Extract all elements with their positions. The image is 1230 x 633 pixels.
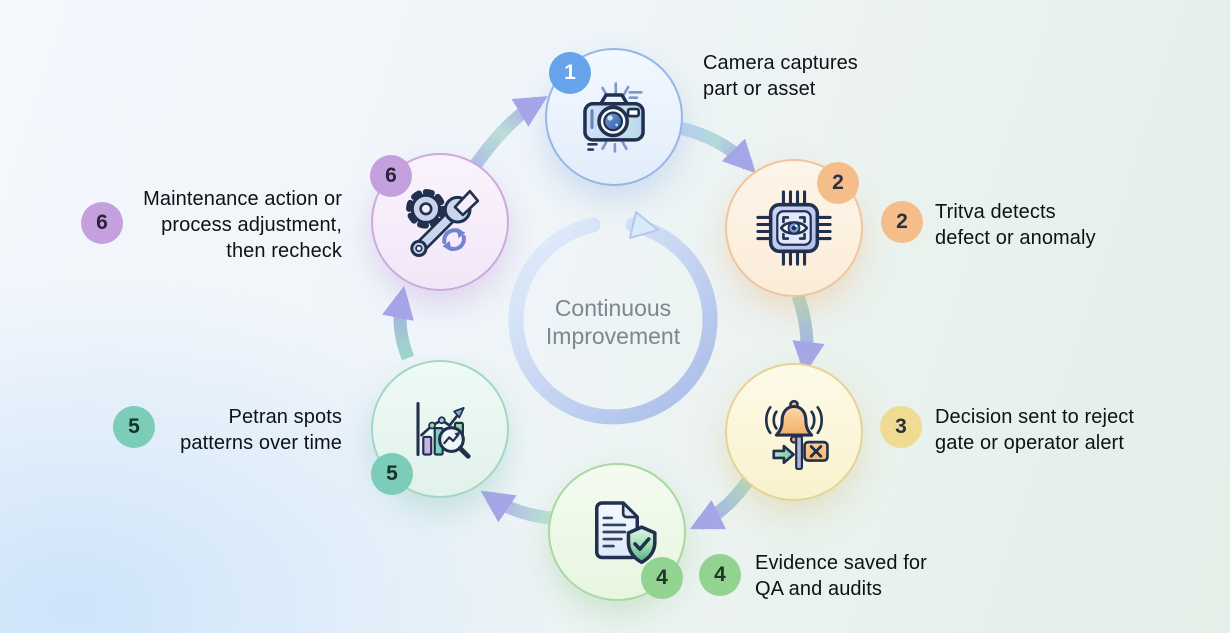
step-badge-4: 4 — [641, 557, 683, 599]
gear-wrench-refresh-icon — [406, 189, 480, 257]
arrow-2-to-3 — [791, 293, 825, 375]
camera-icon — [583, 82, 645, 153]
step-badge-2: 2 — [817, 162, 859, 204]
arrow-3-to-4 — [689, 474, 756, 530]
ai-chip-eye-icon — [756, 190, 832, 266]
arrow-6-to-1 — [466, 96, 548, 174]
arrow-4-to-5 — [480, 490, 551, 525]
step-badge-6: 6 — [370, 155, 412, 197]
step-label-5: Petran spots patterns over time — [180, 406, 342, 454]
arrow-5-to-6 — [382, 285, 415, 361]
step-label-3: Decision sent to reject gate or operator… — [935, 406, 1135, 454]
document-shield-check-icon — [595, 501, 657, 565]
step-node-1 — [545, 48, 683, 186]
center-cycle-label: Continuous Improvement — [545, 295, 681, 349]
step-label-6: Maintenance action or process adjustment… — [143, 188, 342, 262]
label-badge-2: 2 — [881, 201, 923, 243]
label-badge-3: 3 — [880, 406, 922, 448]
label-badge-5: 5 — [113, 406, 155, 448]
step-label-1: Camera captures part or asset — [703, 52, 858, 100]
chart-magnifier-icon — [416, 401, 471, 459]
arrow-1-to-2 — [678, 121, 756, 174]
step-node-6 — [371, 153, 509, 291]
step-node-3 — [725, 363, 863, 501]
label-badge-6: 6 — [81, 202, 123, 244]
continuous-improvement-ring — [508, 217, 718, 425]
step-label-2: Tritva detects defect or anomaly — [935, 201, 1096, 249]
ring-arrowhead — [629, 211, 659, 239]
step-badge-5: 5 — [371, 453, 413, 495]
alert-bell-reject-gate-icon — [764, 399, 829, 471]
step-badge-1: 1 — [549, 52, 591, 94]
label-badge-4: 4 — [699, 554, 741, 596]
step-label-4: Evidence saved for QA and audits — [755, 552, 927, 600]
